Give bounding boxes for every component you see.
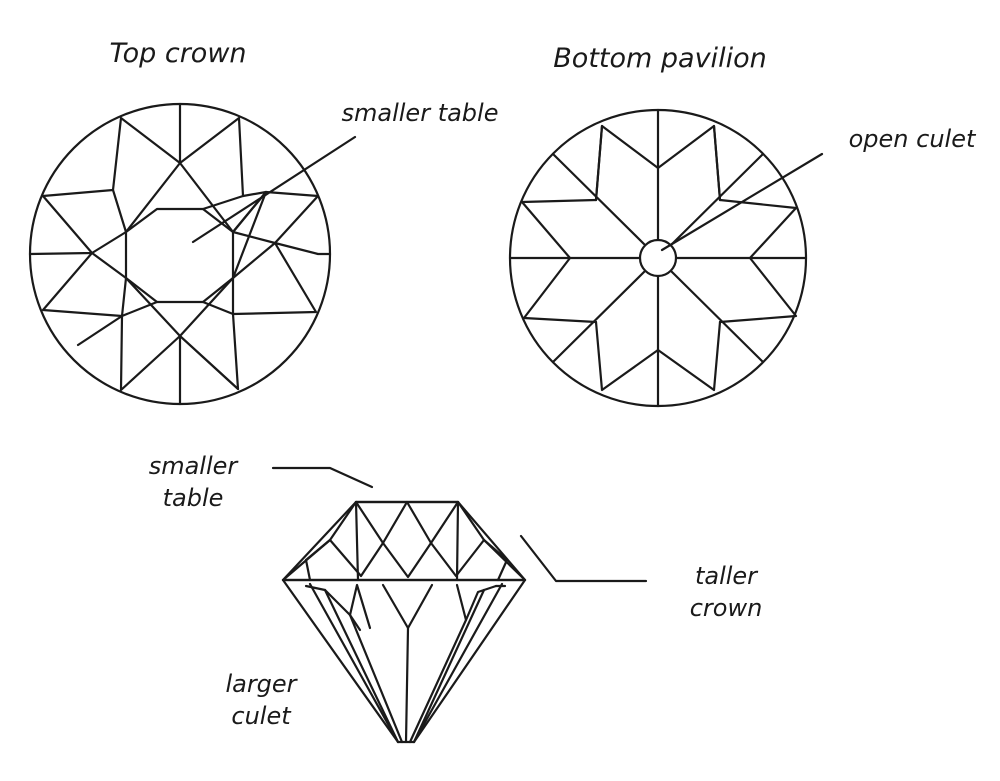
larger-culet-label-line1: larger: [225, 670, 298, 698]
taller-crown-label-line1: taller: [695, 562, 759, 590]
top-table-leader-line: [191, 135, 357, 244]
top-crown-star-facets: [90, 161, 268, 338]
pavilion-outline: [281, 578, 527, 744]
crown-facet-lines: [281, 500, 527, 582]
crown-outline: [281, 500, 527, 582]
open-culet-label: open culet: [849, 125, 977, 153]
larger-culet-label-line2: culet: [231, 702, 292, 730]
bottom-pavilion-title: Bottom pavilion: [553, 43, 766, 74]
top-crown-title: Top crown: [109, 38, 246, 69]
pavilion-facet-lines: [304, 582, 507, 744]
pavilion-star-facets: [520, 124, 798, 392]
top-crown-table-octagon: [124, 207, 235, 304]
side-table-label-line1: smaller: [149, 452, 240, 480]
taller-crown-leader-line: [519, 534, 648, 583]
side-profile-view: smaller table taller crown larger culet: [149, 452, 763, 744]
open-culet-leader-line: [660, 152, 824, 252]
top-crown-bezel-facets: [28, 102, 332, 406]
top-table-label: smaller table: [342, 99, 499, 127]
side-table-label-line2: table: [163, 484, 224, 512]
side-table-leader-line: [271, 466, 374, 489]
top-crown-view: smaller table: [28, 99, 499, 406]
taller-crown-label-line2: crown: [690, 594, 763, 622]
bottom-pavilion-view: open culet: [508, 108, 977, 408]
pavilion-main-facet-lines: [508, 108, 808, 408]
